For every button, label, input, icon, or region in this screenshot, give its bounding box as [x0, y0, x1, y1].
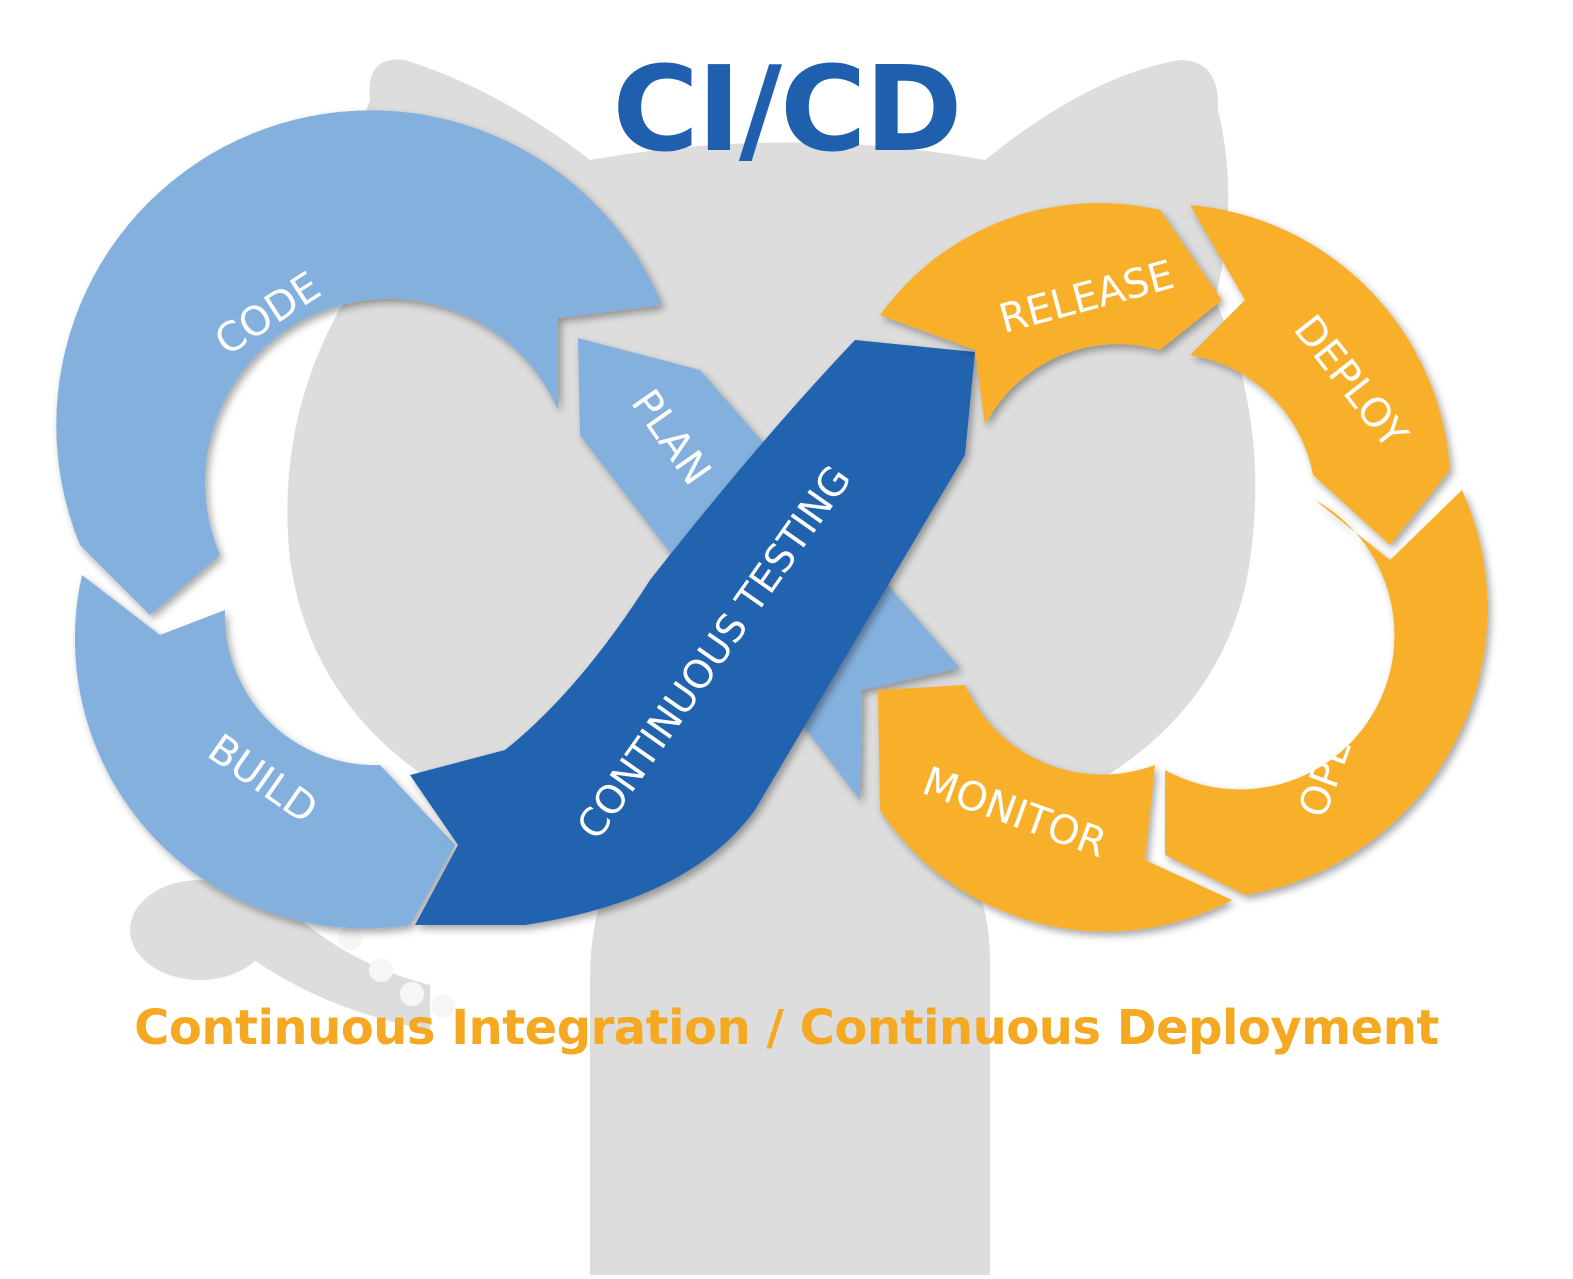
stage-deploy-segment	[1190, 205, 1450, 545]
cd-loop	[878, 203, 1488, 932]
stage-build-segment	[74, 575, 456, 929]
stage-code-segment	[56, 110, 662, 615]
stage-release-segment	[880, 203, 1222, 425]
stage-operate-segment	[1165, 490, 1488, 895]
diagram-subtitle: Continuous Integration / Continuous Depl…	[134, 1000, 1439, 1056]
diagram-title: CI/CD	[612, 40, 962, 178]
stage-monitor-segment	[878, 685, 1232, 932]
stage-testing-segment	[410, 340, 975, 925]
